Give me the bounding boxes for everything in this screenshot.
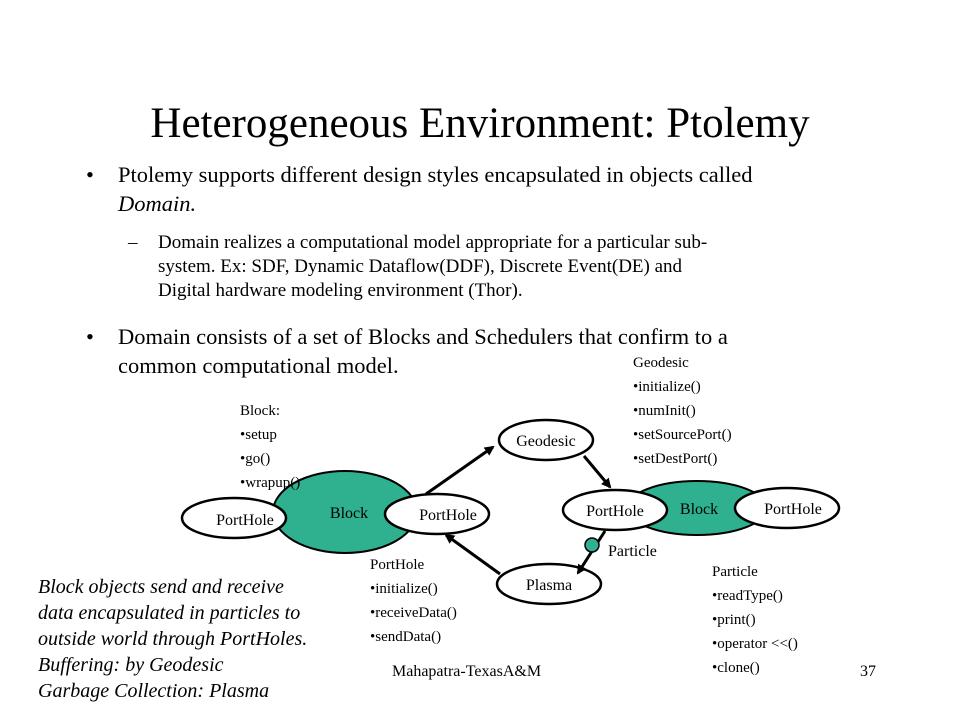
bullet-domain-consists: • Domain consists of a set of Blocks and…: [86, 322, 728, 380]
porthole-methods-heading: PortHole: [370, 557, 425, 573]
slide-title: Heterogeneous Environment: Ptolemy: [150, 100, 810, 147]
left-block-label: Block: [330, 505, 368, 522]
sub-bullet-line: system. Ex: SDF, Dynamic Dataflow(DDF), …: [158, 256, 683, 277]
bullet-ptolemy-supports: • Ptolemy supports different design styl…: [86, 160, 753, 218]
plasma-ellipse: [495, 562, 603, 606]
geodesic-label: Geodesic: [516, 433, 576, 450]
list-item: go(): [240, 447, 300, 471]
block-methods-list: Block: setup go() wrapup(): [240, 399, 300, 495]
left-porthole-label: PortHole: [216, 512, 274, 529]
sub-bullet-line: Domain realizes a computational model ap…: [158, 232, 708, 253]
caption-line: Buffering: by Geodesic: [38, 654, 224, 676]
particle-methods-list: Particle readType() print() operator <<(…: [712, 560, 798, 680]
list-item: receiveData(): [370, 601, 457, 625]
right-porthole-right-ellipse: [733, 486, 841, 530]
bullet-line: common computational model.: [118, 353, 399, 378]
geodesic-ellipse: [497, 418, 595, 462]
particle-dot: [584, 537, 600, 553]
list-item: readType(): [712, 584, 798, 608]
bullet-line: Domain consists of a set of Blocks and S…: [118, 324, 728, 349]
footer-text: Mahapatra-TexasA&M: [392, 663, 542, 680]
particle-methods-heading: Particle: [712, 564, 758, 580]
bullet-line: Ptolemy supports different design styles…: [118, 162, 753, 187]
sub-bullet-dash: –: [128, 232, 138, 253]
caption-line: data encapsulated in particles to: [38, 602, 301, 624]
right-block-label: Block: [680, 501, 718, 518]
block-methods-heading: Block:: [240, 403, 280, 419]
plasma-label: Plasma: [526, 577, 572, 594]
list-item: initialize(): [370, 577, 457, 601]
right-porthole-left-ellipse: [561, 488, 669, 532]
bullet-dot: •: [86, 324, 94, 349]
arrow-plasma-to-porthole: [444, 533, 501, 576]
right-porthole-right-label: PortHole: [764, 501, 822, 518]
bullet-dot: •: [86, 162, 94, 187]
right-porthole-left-label: PortHole: [586, 503, 644, 520]
caption: Block objects send and receive data enca…: [38, 574, 307, 704]
list-item: operator <<(): [712, 632, 798, 656]
list-item: numInit(): [633, 399, 732, 423]
list-item: wrapup(): [240, 471, 300, 495]
list-item: setSourcePort(): [633, 423, 731, 447]
page-number: 37: [860, 663, 876, 680]
list-item: setup: [240, 423, 300, 447]
middle-porthole-label: PortHole: [419, 507, 477, 524]
list-item: initialize(): [633, 375, 732, 399]
caption-line: Garbage Collection: Plasma: [38, 680, 270, 702]
left-porthole-ellipse: [180, 496, 288, 540]
middle-porthole-ellipse: [383, 492, 491, 536]
particle-label: Particle: [608, 543, 657, 560]
caption-line: outside world through PortHoles.: [38, 628, 308, 650]
sub-bullet-domain-realizes: – Domain realizes a computational model …: [128, 231, 708, 303]
list-item: setDestPort(): [633, 447, 732, 471]
arrow-porthole-to-geodesic: [425, 445, 495, 496]
geodesic-methods-list: Geodesic initialize() numInit() setSourc…: [633, 351, 732, 471]
list-item: clone(): [712, 656, 798, 680]
sub-bullet-line: Digital hardware modeling environment (T…: [158, 280, 523, 301]
geodesic-methods-heading: Geodesic: [633, 355, 689, 371]
list-item: print(): [712, 608, 798, 632]
porthole-methods-list: PortHole initialize() receiveData() send…: [370, 553, 457, 649]
caption-line: Block objects send and receive: [38, 576, 284, 598]
list-item: sendData(): [370, 625, 457, 649]
arrow-geodesic-to-porthole: [582, 455, 612, 489]
bullet-line: Domain.: [118, 191, 197, 216]
